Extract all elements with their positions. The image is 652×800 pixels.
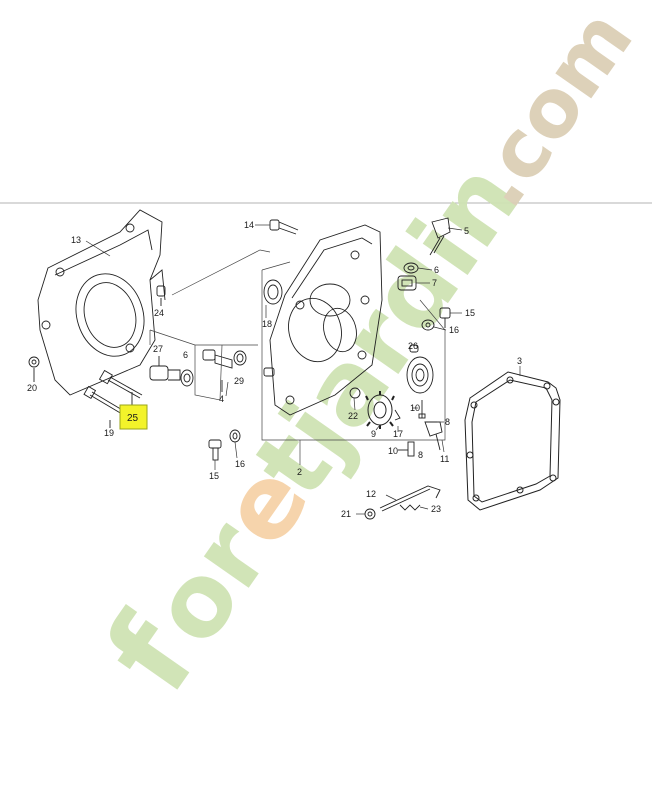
callout-9: 9 [371, 429, 376, 439]
part-18-oil-seal [263, 279, 283, 305]
part-16-washer-right [421, 319, 435, 331]
part-26-bearing [406, 356, 434, 394]
part-14-bolt-top [269, 219, 299, 235]
callout-20: 20 [27, 383, 37, 393]
callout-3: 3 [517, 356, 522, 366]
part-4-oil-filler [202, 349, 233, 392]
callout-23: 23 [431, 504, 441, 514]
leader-lines [85, 224, 521, 515]
callout-21: 21 [341, 509, 351, 519]
callout-27: 27 [153, 344, 163, 354]
cover-bolt-small [263, 367, 275, 377]
callout-29: 29 [234, 376, 244, 386]
part-13-side-cover [37, 209, 166, 396]
callout-8-top: 8 [445, 417, 450, 427]
part-28-plug-small [409, 344, 419, 353]
highlight-box-25 [119, 404, 148, 430]
callout-7: 7 [432, 278, 437, 288]
callout-18: 18 [262, 319, 272, 329]
callout-24: 24 [154, 308, 164, 318]
part-21-nut [364, 508, 376, 520]
callout-14: 14 [244, 220, 254, 230]
callout-15-bottom: 15 [209, 471, 219, 481]
part-23-spring [399, 504, 421, 511]
part-27-plug [149, 356, 181, 381]
callout-19: 19 [104, 428, 114, 438]
callout-22: 22 [348, 411, 358, 421]
part-22-pin [349, 387, 361, 399]
callout-10-top: 10 [410, 403, 420, 413]
part-5-filler-cap [429, 217, 451, 256]
callout-12: 12 [366, 489, 376, 499]
callout-8-bottom: 8 [418, 450, 423, 460]
callout-2: 2 [297, 467, 302, 477]
callout-6-right: 6 [434, 265, 439, 275]
callout-16-bottom: 16 [235, 459, 245, 469]
assembly-bracket-lines [149, 249, 446, 465]
watermark-dot-com: .com [451, 0, 651, 224]
part-16-washer-bottom [229, 429, 241, 443]
part-19-bolt [83, 385, 125, 428]
part-12-governor-shaft [379, 485, 441, 512]
part-25-bolt [98, 369, 143, 406]
callout-17: 17 [393, 429, 403, 439]
callout-11: 11 [440, 454, 449, 464]
part-2-crankcase-cover [269, 224, 383, 416]
callout-4: 4 [219, 394, 224, 404]
callout-16-right: 16 [449, 325, 459, 335]
callout-labels: 13 14 5 6 7 15 16 24 18 26 27 6 3 20 29 … [27, 220, 522, 519]
part-24-pin [156, 285, 166, 306]
callout-15-right: 15 [465, 308, 475, 318]
part-17-clip [394, 409, 401, 421]
callout-25-highlighted: 25 [127, 413, 139, 424]
part-3-gasket [464, 371, 561, 511]
part-15-bolt-bottom [208, 439, 222, 461]
part-29-oring [233, 350, 247, 366]
part-6-washer-left [180, 369, 194, 387]
watermark: f or e tjardin .com [80, 0, 651, 717]
callout-5: 5 [464, 226, 469, 236]
callout-26: 26 [408, 341, 418, 351]
callout-6-left: 6 [183, 350, 188, 360]
part-20-nut [28, 356, 40, 382]
callout-10-bottom: 10 [388, 446, 398, 456]
callout-13: 13 [71, 235, 81, 245]
